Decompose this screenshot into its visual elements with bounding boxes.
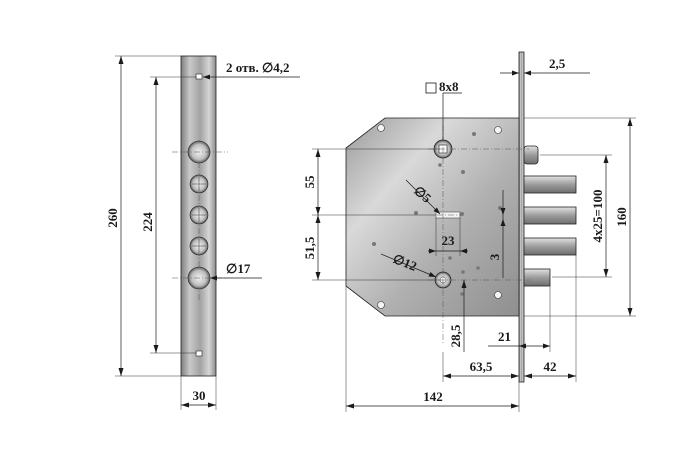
dim-55: 55: [302, 148, 440, 216]
label-63-5: 63,5: [470, 359, 493, 374]
label-42: 42: [544, 359, 557, 374]
label-d17: ∅17: [226, 261, 251, 276]
dim-42: 42: [524, 255, 577, 382]
dim-28-5: 28,5: [448, 280, 467, 352]
dim-260: 260: [105, 55, 181, 377]
label-mount-holes: 2 отв. ∅4,2: [226, 60, 290, 75]
case-screws: [377, 124, 502, 309]
dim-51-5: 51,5: [302, 215, 440, 281]
dim-3: 3: [487, 190, 506, 278]
label-2-5: 2,5: [549, 56, 566, 71]
label-160: 160: [614, 207, 629, 227]
label-28-5: 28,5: [448, 324, 463, 347]
dim-23: 23: [428, 218, 468, 256]
mount-hole-top: [195, 73, 203, 80]
cylinder-holes: [172, 140, 228, 290]
latch-bolt: [523, 145, 539, 165]
label-55: 55: [302, 175, 317, 189]
dim-21: 21: [488, 286, 551, 352]
faceplate-view: 260 224 30 2 отв. ∅4,2 ∅17: [105, 55, 300, 410]
callout-mount-holes: 2 отв. ∅4,2: [203, 60, 300, 80]
label-8x8: 8x8: [439, 79, 459, 94]
label-51-5: 51,5: [302, 236, 317, 259]
callout-cylinder-hole: ∅17: [210, 261, 262, 281]
mount-hole-bottom: [195, 350, 203, 357]
label-3: 3: [487, 253, 502, 260]
dim-63-5: 63,5: [442, 352, 520, 412]
dim-224: 224: [140, 76, 197, 354]
dim-30: 30: [180, 376, 217, 410]
label-260: 260: [105, 208, 120, 228]
callout-spindle: 8x8: [425, 79, 462, 140]
lock-body-view: 8x8 2,5 55 51,5 ∅5: [302, 51, 636, 412]
case-rivets: [372, 132, 502, 296]
dim-142: 142: [345, 286, 519, 412]
label-4x25: 4x25=100: [590, 190, 605, 243]
faceplate-side: [518, 51, 525, 383]
dead-bolts: [523, 175, 577, 287]
dim-2-5: 2,5: [500, 56, 590, 76]
dim-160: 160: [524, 117, 636, 317]
label-30: 30: [193, 388, 206, 403]
lock-case: [345, 117, 520, 317]
label-224: 224: [140, 212, 155, 232]
dim-bolts: 4x25=100: [540, 154, 612, 278]
label-21: 21: [498, 329, 511, 344]
label-23: 23: [442, 233, 456, 248]
label-142: 142: [423, 389, 443, 404]
